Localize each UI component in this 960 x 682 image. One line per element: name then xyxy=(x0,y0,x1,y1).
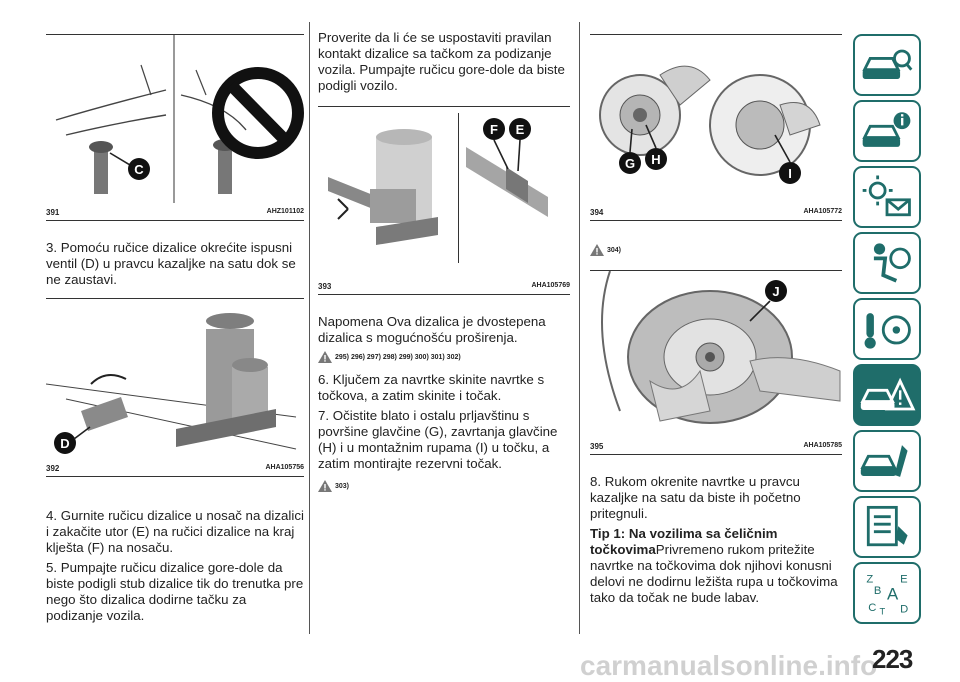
figure-394-label-h: H xyxy=(651,152,660,167)
warning-refs-1-text: 295) 296) 297) 298) 299) 300) 301) 302) xyxy=(335,353,461,361)
figure-393: F E xyxy=(318,106,570,271)
figure-number: 393 xyxy=(318,282,332,291)
step-8-text: 8. Rukom okrenite navrtke u pravcu kazal… xyxy=(590,474,801,521)
tab-car-warning[interactable] xyxy=(853,364,921,426)
tab-key-steering[interactable] xyxy=(853,298,921,360)
figure-395-label-j: J xyxy=(772,284,779,299)
index-letter: E xyxy=(900,574,907,586)
tab-alphabetic-index[interactable]: Z E B A C T D xyxy=(853,562,921,624)
key-steering-icon xyxy=(864,313,911,349)
step-7-text: 7. Očistite blato i ostalu prljavštinu s… xyxy=(318,408,558,471)
column-divider xyxy=(579,22,580,634)
figure-394-caption: 394 AHA105772 xyxy=(590,206,842,221)
car-warning-triangle-icon xyxy=(860,377,916,411)
figure-394: G H I xyxy=(590,34,842,207)
figure-number: 395 xyxy=(590,442,604,451)
col2-intro-text: Proverite da li će se uspostaviti pravil… xyxy=(318,30,565,93)
step-4-text: 4. Gurnite ručicu dizalice u nosač na di… xyxy=(46,508,304,555)
figure-395: J xyxy=(590,270,842,435)
spec-list-icon xyxy=(866,505,908,547)
warning-refs-2: 303) xyxy=(318,480,349,492)
warning-triangle-icon xyxy=(590,244,604,256)
warning-refs-3-text: 304) xyxy=(607,246,622,254)
airbag-seat-icon xyxy=(873,243,911,283)
index-letter: A xyxy=(887,585,899,604)
figure-391-caption: 391 AHZ101102 xyxy=(46,206,304,221)
index-letter: D xyxy=(900,604,908,616)
warning-refs-1: 295) 296) 297) 298) 299) 300) 301) 302) xyxy=(318,351,461,363)
tip-body: Privremeno rukom pritežite navrtke na to… xyxy=(590,542,838,605)
figure-392-caption: 392 AHA105756 xyxy=(46,462,304,477)
figure-393-caption: 393 AHA105769 xyxy=(318,280,570,295)
figure-code: AHZ101102 xyxy=(266,208,304,215)
figure-391-illustration: C xyxy=(55,35,304,203)
step-3-text: 3. Pomoću ručice dizalice okrećite ispus… xyxy=(46,240,296,287)
figure-393-label-f: F xyxy=(490,122,498,137)
figure-number: 394 xyxy=(590,208,604,217)
figure-394-illustration: G H I xyxy=(599,65,821,184)
car-info-icon xyxy=(862,112,911,147)
tab-airbag-seat[interactable] xyxy=(853,232,921,294)
tip-title: Tip 1: Na vozilima sa čeličnim točkovima xyxy=(590,526,778,557)
warning-refs-2-text: 303) xyxy=(335,482,350,490)
figure-code: AHA105772 xyxy=(803,208,842,215)
figure-391: C xyxy=(46,34,304,207)
figure-code: AHA105756 xyxy=(265,464,304,471)
figure-395-illustration: J xyxy=(601,271,841,424)
figure-395-caption: 395 AHA105785 xyxy=(590,440,842,455)
tab-light-message[interactable] xyxy=(853,166,921,228)
figure-392-label-d: D xyxy=(60,436,69,451)
watermark: carmanualsonline.info xyxy=(580,650,878,681)
figure-number: 391 xyxy=(46,208,60,217)
figure-392-illustration: D xyxy=(46,313,297,454)
note-text: Napomena Ova dizalica je dvostepena diza… xyxy=(318,314,546,345)
step-6-text: 6. Ključem za navrtke skinite navrtke s … xyxy=(318,372,545,403)
figure-394-label-g: G xyxy=(625,156,635,171)
car-search-icon xyxy=(862,49,913,80)
tab-car-wrench[interactable] xyxy=(853,430,921,492)
alphabet-index-icon: Z E B A C T D xyxy=(866,574,908,617)
light-message-icon xyxy=(862,175,911,217)
figure-394-label-i: I xyxy=(788,166,792,181)
figure-393-label-e: E xyxy=(516,122,525,137)
figure-392: D xyxy=(46,298,304,463)
tab-car-info[interactable] xyxy=(853,100,921,162)
column-divider xyxy=(309,22,310,634)
tab-specifications[interactable] xyxy=(853,496,921,558)
index-letter: T xyxy=(880,607,886,617)
warning-triangle-icon xyxy=(318,480,332,492)
warning-triangle-icon xyxy=(318,351,332,363)
figure-code: AHA105769 xyxy=(531,282,570,289)
warning-refs-3: 304) xyxy=(590,244,621,256)
index-letter: B xyxy=(874,585,881,597)
figure-code: AHA105785 xyxy=(803,442,842,449)
car-wrench-icon xyxy=(860,445,908,477)
index-letter: C xyxy=(868,602,876,614)
figure-393-illustration: F E xyxy=(328,113,548,263)
figure-number: 392 xyxy=(46,464,60,473)
tab-car-search[interactable] xyxy=(853,34,921,96)
figure-391-label-c: C xyxy=(134,162,144,177)
step-5-text: 5. Pumpajte ručicu dizalice gore-dole da… xyxy=(46,560,304,623)
tip-paragraph: Tip 1: Na vozilima sa čeličnim točkovima… xyxy=(590,526,842,606)
page-number: 223 xyxy=(872,644,913,674)
index-letter: Z xyxy=(866,574,873,586)
